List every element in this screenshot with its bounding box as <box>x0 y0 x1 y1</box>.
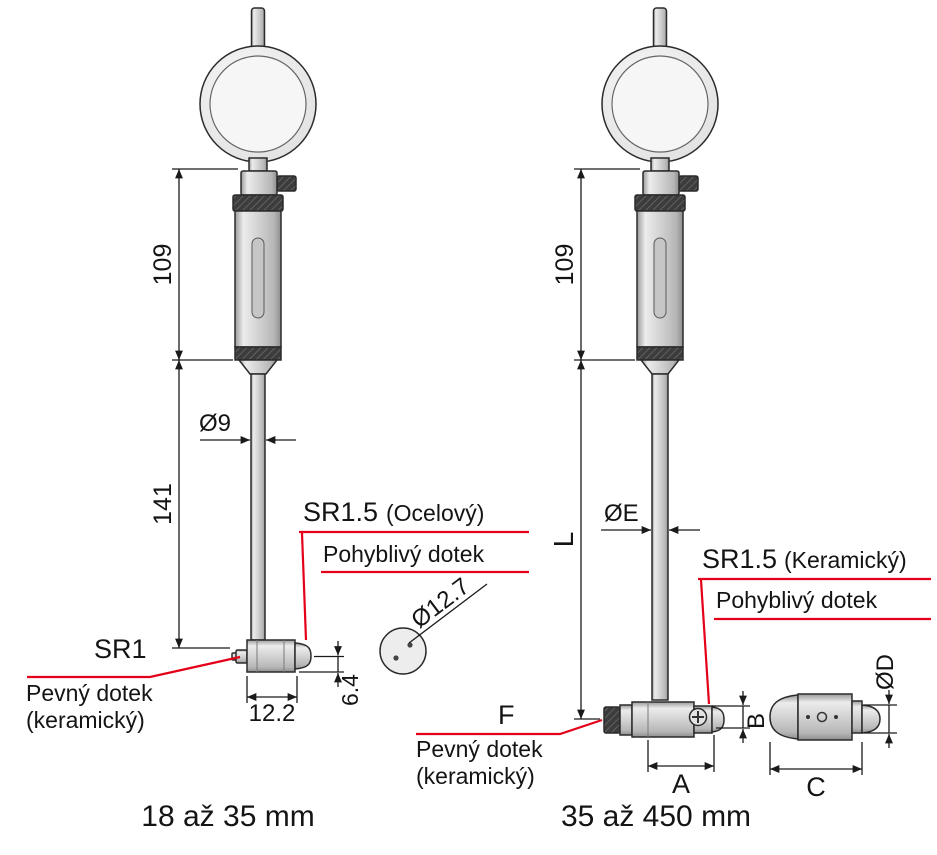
dim-fixed-label-right: F <box>498 700 515 730</box>
right-grip-slot <box>653 237 667 319</box>
dim-head-width-right: C <box>806 772 826 802</box>
dim-upper-height-right: 109 <box>551 244 579 286</box>
movable-contact-material-left: (Ocelový) <box>386 500 484 526</box>
right-movable-contact <box>711 706 725 733</box>
fixed-contact-material-right: (keramický) <box>416 763 535 789</box>
left-gauge <box>199 7 427 675</box>
right-caption: 35 až 450 mm <box>561 800 751 833</box>
left-grip-handle <box>232 194 284 375</box>
left-dial-indicator <box>199 7 317 172</box>
fixed-contact-radius-left: SR1 <box>94 634 147 664</box>
dim-tip-offset-left: 6.4 <box>337 674 363 706</box>
right-head-end-view <box>769 693 881 741</box>
fixed-contact-material-left: (keramický) <box>26 707 145 733</box>
right-fixed-contact-cap <box>603 706 621 734</box>
left-grip-slot <box>251 237 265 319</box>
left-clamp <box>240 170 297 196</box>
dim-lower-height-right: L <box>548 532 579 548</box>
dim-head-length-right: A <box>672 769 690 799</box>
left-red-leaders <box>27 530 529 679</box>
right-thumb-knob <box>678 175 699 192</box>
fixed-contact-name-left: Pevný dotek <box>26 680 153 706</box>
right-dial-indicator <box>601 7 719 172</box>
right-gauge <box>601 7 881 741</box>
dim-contact-diameter-right: ØD <box>872 654 899 690</box>
movable-contact-radius-left: SR1.5 <box>303 497 378 527</box>
movable-contact-name-right: Pohyblivý dotek <box>716 587 878 613</box>
dim-upper-height-left: 109 <box>149 244 177 286</box>
dim-tip-offset-right: B <box>743 713 770 729</box>
movable-contact-radius-right: SR1.5 <box>702 544 777 574</box>
dim-rod-diameter-left: Ø9 <box>199 410 231 437</box>
left-measuring-rod <box>250 373 266 641</box>
right-measuring-rod <box>651 373 669 701</box>
dim-contact-diameter-left: Ø12.7 <box>406 573 474 634</box>
left-caption: 18 až 35 mm <box>141 800 314 833</box>
right-measuring-head <box>603 701 725 738</box>
movable-contact-material-right: (Keramický) <box>784 547 907 573</box>
dim-head-length-left: 12.2 <box>249 700 296 727</box>
right-red-leaders <box>416 577 931 736</box>
dim-lower-height-left: 141 <box>149 483 177 525</box>
dim-rod-diameter-right: ØE <box>604 500 639 527</box>
right-dimension-lines <box>574 168 897 775</box>
right-clamp <box>642 170 699 196</box>
fixed-contact-name-right: Pevný dotek <box>416 736 543 762</box>
movable-contact-name-left: Pohyblivý dotek <box>323 541 485 567</box>
left-thumb-knob <box>276 175 297 192</box>
left-dimension-lines <box>172 168 488 703</box>
left-movable-contact <box>294 642 312 670</box>
right-grip-handle <box>634 194 686 375</box>
left-measuring-head <box>231 639 312 673</box>
